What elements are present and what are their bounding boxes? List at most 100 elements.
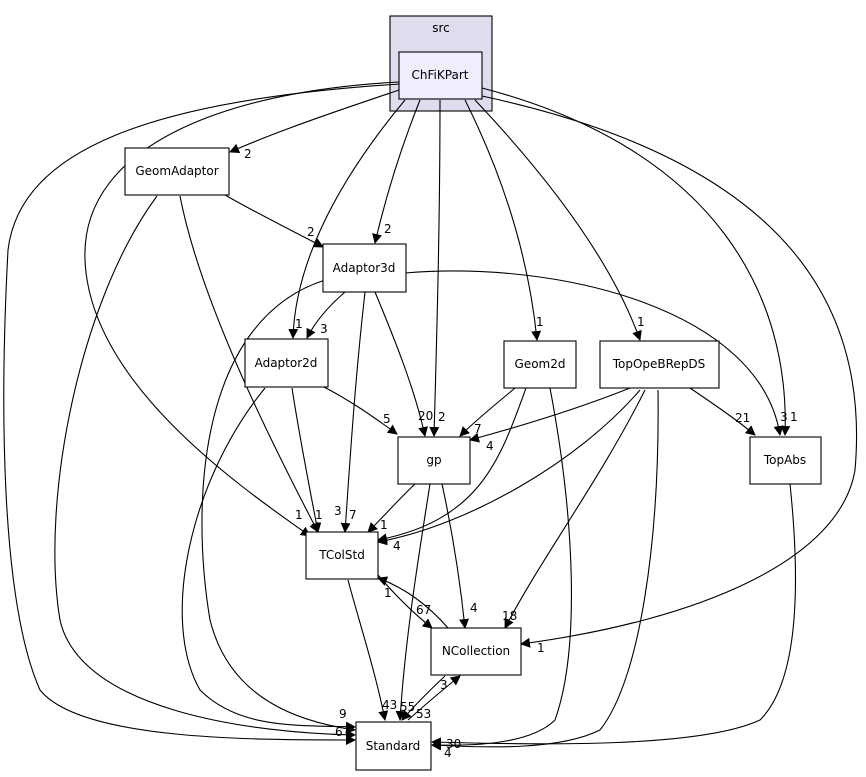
edge-adaptor3d-tcolstd	[340, 291, 366, 533]
edge-geomadaptor-adaptor3d	[224, 194, 324, 248]
edge-chfikpart-topabs	[481, 87, 791, 436]
node-topabs[interactable]: TopAbs	[749, 436, 822, 485]
edge-label-adaptor3d-adaptor2d: 3	[320, 322, 328, 336]
edge-adaptor2d-tcolstd	[291, 387, 322, 533]
edge-label-gp-ncollection: 4	[470, 601, 478, 615]
edge-gp-standard	[395, 483, 431, 721]
node-adaptor3d[interactable]: Adaptor3d	[322, 243, 407, 293]
edge-adaptor2d-standard	[181, 387, 356, 732]
edge-topopebrepds-ncollection	[504, 389, 646, 629]
edge-label-adaptor2d-tcolstd: 3	[334, 504, 342, 518]
edge-label-standard-left-9: 9	[339, 707, 347, 721]
node-topabs-box[interactable]	[749, 436, 822, 485]
edge-label-standard-in-55: 55	[400, 700, 415, 714]
edge-label-chfikpart-geom2d: 1	[536, 315, 544, 329]
edge-label-chfikpart-adaptor2d: 1	[295, 317, 303, 331]
edge-topopebrepds-tcolstd	[377, 389, 641, 546]
node-chfikpart[interactable]: ChFiKPart	[398, 51, 483, 100]
edge-chfikpart-geomadaptor	[229, 89, 400, 153]
node-standard-label[interactable]: Standard	[366, 739, 421, 753]
node-adaptor3d-label[interactable]: Adaptor3d	[333, 261, 396, 275]
edge-ncollection-tcolstd	[377, 576, 449, 629]
edge-gp-ncollection	[441, 483, 470, 629]
node-adaptor2d-label[interactable]: Adaptor2d	[255, 356, 318, 370]
node-ncollection-box[interactable]	[430, 627, 522, 676]
node-topopebrepds[interactable]: TopOpeBRepDS	[599, 340, 720, 389]
edge-chfikpart-gp	[429, 99, 441, 437]
edge-topopebrepds-topabs	[689, 387, 756, 436]
node-ncollection[interactable]: NCollection	[430, 627, 522, 676]
node-geomadaptor-box[interactable]	[124, 147, 230, 196]
edge-geom2d-tcolstd	[377, 387, 527, 544]
edge-label-adaptor3d-topabs: 3	[780, 410, 788, 424]
edge-label-chfikpart-topopebrepds: 1	[637, 315, 645, 329]
cluster-src-label: src	[432, 21, 450, 35]
edge-geom2d-gp	[459, 387, 516, 437]
edge-chfikpart-ncollection	[481, 95, 858, 648]
node-topopebrepds-label[interactable]: TopOpeBRepDS	[612, 357, 706, 371]
edge-label-standard-in-3: 3	[440, 678, 448, 692]
node-geomadaptor-label[interactable]: GeomAdaptor	[135, 164, 218, 178]
node-topabs-label[interactable]: TopAbs	[763, 453, 806, 467]
edge-chfikpart-geom2d	[464, 99, 542, 341]
edge-chfikpart-adaptor2d	[288, 99, 406, 339]
edge-tcolstd-ncollection	[377, 574, 433, 629]
edge-label-geomadaptor-adaptor3d: 2	[307, 225, 315, 239]
edge-label-standard-in-53: 53	[416, 707, 431, 721]
node-geom2d-box[interactable]	[503, 340, 577, 389]
edge-label-adaptor3d-tcolstd: 7	[349, 508, 357, 522]
edges	[3, 81, 858, 751]
edge-label-tcolstd-ncollection: 1	[384, 586, 392, 600]
edge-chfikpart-topopebrepds	[474, 99, 642, 341]
edge-label-chfikpart-ncollection: 1	[537, 641, 545, 655]
node-adaptor2d[interactable]: Adaptor2d	[244, 338, 329, 388]
edge-label-chfikpart-gp: 2	[438, 410, 446, 424]
edge-label-standard-in-43: 43	[382, 698, 397, 712]
edge-label-tcolstd-mid: 4	[393, 539, 401, 553]
node-tcolstd[interactable]: TColStd	[305, 531, 379, 580]
node-geomadaptor[interactable]: GeomAdaptor	[124, 147, 230, 196]
edge-geomadaptor-standard	[54, 195, 356, 740]
edge-chfikpart-adaptor3d	[372, 99, 421, 244]
edge-label-geomadaptor-tcolstd: 1	[315, 508, 323, 522]
edge-tcolstd-standard	[347, 579, 389, 721]
node-standard[interactable]: Standard	[355, 721, 432, 771]
edge-label-chfikpart-geomadaptor: 2	[244, 147, 252, 161]
node-tcolstd-label[interactable]: TColStd	[318, 548, 365, 562]
node-gp-box[interactable]	[397, 436, 471, 485]
edge-gp-tcolstd	[367, 483, 416, 533]
edge-label-standard-right-30: 30	[446, 737, 461, 751]
edge-label-topopebrepds-gp: 4	[486, 439, 494, 453]
edge-ncollection-standard	[401, 675, 446, 721]
edge-label-topopebrepds-topabs: 21	[735, 411, 750, 425]
node-standard-box[interactable]	[355, 721, 432, 771]
edge-adaptor2d-gp	[319, 384, 398, 435]
node-chfikpart-box[interactable]	[398, 51, 483, 100]
node-tcolstd-box[interactable]	[305, 531, 379, 580]
node-gp-label[interactable]: gp	[426, 453, 441, 467]
edge-label-gp-tcolstd: 1	[380, 518, 388, 532]
edge-label-chfikpart-adaptor3d: 2	[384, 222, 392, 236]
edge-label-ncollection-tcolstd: 67	[416, 603, 431, 617]
node-chfikpart-label[interactable]: ChFiKPart	[412, 68, 469, 82]
node-adaptor2d-box[interactable]	[244, 338, 329, 388]
node-adaptor3d-box[interactable]	[322, 243, 407, 293]
edge-adaptor3d-gp	[374, 291, 428, 437]
edge-topabs-standard	[431, 483, 797, 748]
edge-chfikpart-standard	[3, 83, 401, 745]
edge-topopebrepds-gp	[469, 387, 631, 443]
node-gp[interactable]: gp	[397, 436, 471, 485]
edge-label-chfikpart-tcolstd: 1	[295, 508, 303, 522]
node-ncollection-label[interactable]: NCollection	[442, 644, 510, 658]
edge-label-standard-left-6: 6	[335, 725, 343, 739]
edge-label-geom2d-gp: 7	[474, 422, 482, 436]
edge-label-chfikpart-topabs: 1	[790, 410, 798, 424]
edge-adaptor3d-adaptor2d	[306, 291, 346, 339]
edge-topopebrepds-standard	[431, 389, 659, 751]
node-topopebrepds-box[interactable]	[599, 340, 720, 389]
node-geom2d[interactable]: Geom2d	[503, 340, 577, 389]
edge-geom2d-standard	[431, 387, 572, 751]
node-geom2d-label[interactable]: Geom2d	[515, 357, 566, 371]
